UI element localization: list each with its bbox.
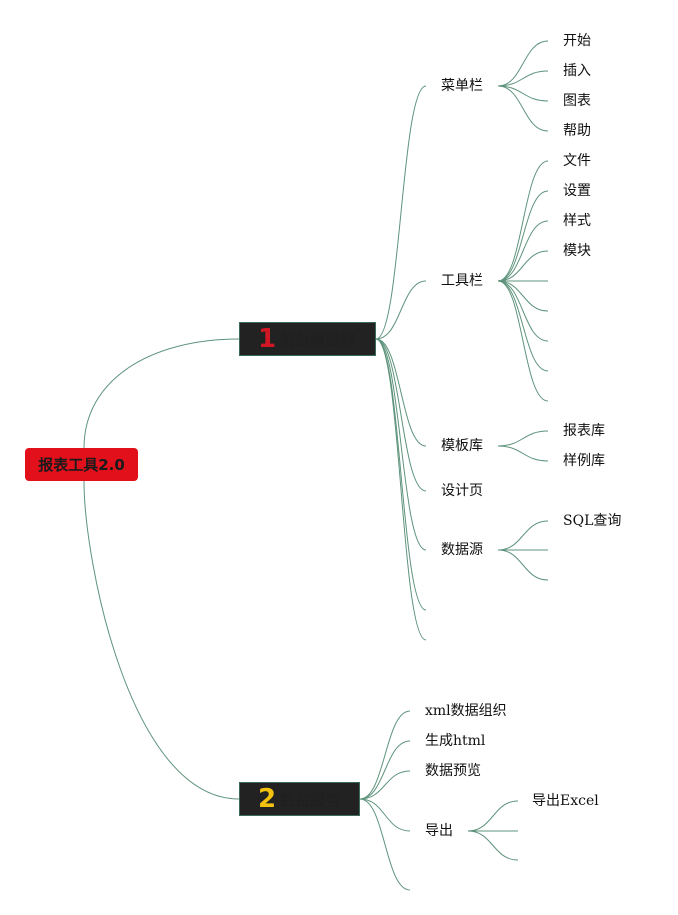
leaf-module[interactable]: 模块 xyxy=(563,243,591,259)
leaf-style[interactable]: 样式 xyxy=(563,213,591,229)
leaf-report-library[interactable]: 报表库 xyxy=(563,423,605,439)
leaf-file[interactable]: 文件 xyxy=(563,153,591,169)
branch-connector xyxy=(375,338,427,551)
leaf-help[interactable]: 帮助 xyxy=(563,123,591,139)
root-connector xyxy=(83,338,240,449)
leaf-connector xyxy=(467,800,519,832)
branch-node-frontend-editor[interactable]: 1 前台编辑器 xyxy=(239,322,376,356)
leaf-connector xyxy=(497,70,549,87)
branch-node-label: 后台服务 xyxy=(280,790,341,809)
leaf-sample-library[interactable]: 样例库 xyxy=(563,453,605,469)
branch-connector xyxy=(359,798,411,832)
leaf-connector xyxy=(497,250,549,282)
branch-connector xyxy=(375,338,427,447)
branch-number-badge: 1 xyxy=(258,324,277,354)
leaf-insert[interactable]: 插入 xyxy=(563,63,591,79)
leaf-connector xyxy=(497,280,549,312)
leaf-connector xyxy=(497,520,549,551)
branch-number-badge: 2 xyxy=(258,784,277,814)
node-data-preview[interactable]: 数据预览 xyxy=(425,763,481,779)
root-node[interactable]: 报表工具2.0 xyxy=(25,448,138,481)
node-xml-data-organization[interactable]: xml数据组织 xyxy=(425,703,507,719)
branch-connector xyxy=(359,740,411,800)
leaf-export-excel[interactable]: 导出Excel xyxy=(532,793,599,809)
branch-node-label: 前台编辑器 xyxy=(280,330,356,349)
branch-connector xyxy=(359,798,411,891)
leaf-settings[interactable]: 设置 xyxy=(563,183,591,199)
root-node-label: 报表工具2.0 xyxy=(38,456,125,474)
node-export[interactable]: 导出 xyxy=(425,823,453,839)
branch-connector xyxy=(375,338,427,611)
leaf-connector xyxy=(497,430,549,447)
node-generate-html[interactable]: 生成html xyxy=(425,733,486,749)
node-menubar[interactable]: 菜单栏 xyxy=(441,78,483,94)
leaf-chart[interactable]: 图表 xyxy=(563,93,591,109)
branch-connector xyxy=(359,770,411,800)
leaf-connector xyxy=(497,280,549,372)
branch-connector xyxy=(375,85,427,340)
leaf-connector xyxy=(497,160,549,282)
leaf-connector xyxy=(497,40,549,87)
leaf-connector xyxy=(497,445,549,462)
leaf-start[interactable]: 开始 xyxy=(563,33,591,49)
branch-connector xyxy=(375,280,427,340)
node-design-page[interactable]: 设计页 xyxy=(441,483,483,499)
leaf-connector xyxy=(497,220,549,282)
branch-connector xyxy=(375,338,427,492)
branch-connector xyxy=(359,710,411,800)
branch-node-backend-service[interactable]: 2 后台服务 xyxy=(239,782,360,816)
leaf-sql-query[interactable]: SQL查询 xyxy=(563,513,622,529)
leaf-connector xyxy=(497,280,549,342)
node-template-library[interactable]: 模板库 xyxy=(441,438,483,454)
leaf-connector xyxy=(497,85,549,132)
root-connector xyxy=(83,480,240,800)
leaf-connector xyxy=(467,830,519,861)
node-data-source[interactable]: 数据源 xyxy=(441,542,483,558)
leaf-connector xyxy=(497,190,549,282)
leaf-connector xyxy=(497,280,549,402)
node-toolbar[interactable]: 工具栏 xyxy=(441,273,483,289)
branch-connector xyxy=(375,338,427,641)
leaf-connector xyxy=(497,549,549,581)
leaf-connector xyxy=(497,85,549,102)
